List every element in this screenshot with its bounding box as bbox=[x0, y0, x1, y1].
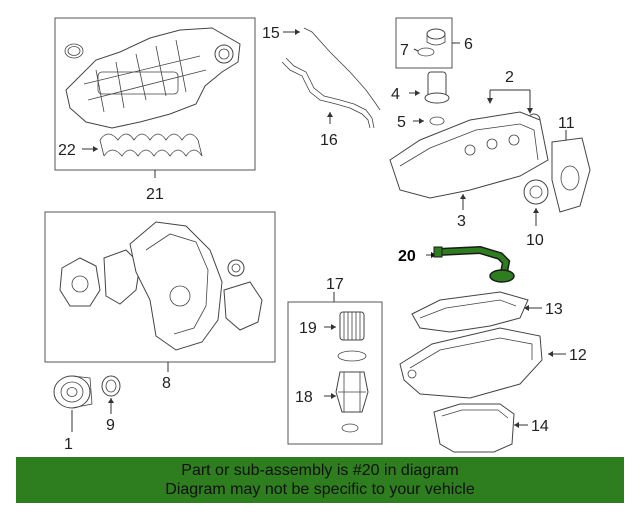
timing-cover-plate-part bbox=[551, 137, 591, 213]
baffle-plate-part bbox=[411, 291, 529, 333]
pulley-group bbox=[53, 375, 121, 432]
callout-17: 17 bbox=[326, 276, 344, 293]
oil-cap-group bbox=[395, 17, 460, 69]
callout-13: 13 bbox=[545, 301, 563, 318]
callout-7: 7 bbox=[400, 42, 409, 59]
lower-oil-pan-part bbox=[433, 403, 515, 453]
dipstick-group bbox=[281, 27, 381, 129]
callout-9: 9 bbox=[106, 417, 115, 434]
callout-20: 20 bbox=[398, 248, 416, 265]
upper-oil-pan-part bbox=[399, 327, 543, 399]
callout-21: 21 bbox=[146, 186, 164, 203]
drain-gasket-part bbox=[341, 423, 359, 433]
crank-seal-front-part bbox=[101, 375, 121, 397]
callout-11: 11 bbox=[558, 115, 575, 132]
seal-ring-part bbox=[429, 116, 445, 126]
callout-labels: 1 2 3 4 5 6 7 8 9 10 11 12 13 14 15 16 1… bbox=[58, 25, 587, 453]
valve-cover-group bbox=[389, 71, 591, 226]
callout-3: 3 bbox=[457, 213, 466, 230]
oil-filter-group bbox=[287, 292, 383, 445]
callout-5: 5 bbox=[397, 114, 406, 131]
callout-22: 22 bbox=[58, 142, 76, 159]
oil-pickup-strainer-part bbox=[489, 269, 515, 283]
intake-manifold-part bbox=[65, 27, 241, 129]
callout-2: 2 bbox=[505, 69, 514, 86]
callout-4: 4 bbox=[391, 86, 400, 103]
callout-6: 6 bbox=[464, 36, 473, 53]
callout-8: 8 bbox=[162, 375, 171, 392]
oil-cap-gasket-part bbox=[417, 47, 435, 57]
callout-19: 19 bbox=[299, 320, 317, 337]
oil-filter-box bbox=[287, 301, 383, 445]
oil-pan-group bbox=[399, 291, 566, 453]
timing-seal-part bbox=[227, 259, 245, 277]
intake-gasket-part bbox=[99, 133, 203, 157]
callout-1: 1 bbox=[64, 436, 73, 453]
filter-oring-part bbox=[337, 350, 367, 362]
callout-12: 12 bbox=[569, 347, 587, 364]
intake-manifold-group bbox=[54, 17, 256, 178]
info-banner: Part or sub-assembly is #20 in diagram D… bbox=[16, 457, 624, 503]
banner-line-disclaimer: Diagram may not be specific to your vehi… bbox=[165, 481, 475, 498]
oil-pickup-tube-part bbox=[435, 247, 509, 275]
oil-cap-part bbox=[426, 28, 446, 40]
crank-seal-part bbox=[523, 179, 549, 205]
timing-cover-group bbox=[44, 211, 276, 372]
oil-pickup-group bbox=[426, 245, 515, 283]
callout-18: 18 bbox=[295, 389, 313, 406]
callout-16: 16 bbox=[320, 132, 338, 149]
banner-line-part-info: Part or sub-assembly is #20 in diagram bbox=[181, 462, 459, 479]
water-pump-part bbox=[59, 257, 101, 307]
callout-14: 14 bbox=[531, 418, 549, 435]
callout-15: 15 bbox=[262, 25, 280, 42]
gasket-ring-part bbox=[64, 43, 84, 59]
callout-10: 10 bbox=[526, 232, 544, 249]
crank-pulley-part bbox=[53, 375, 91, 409]
